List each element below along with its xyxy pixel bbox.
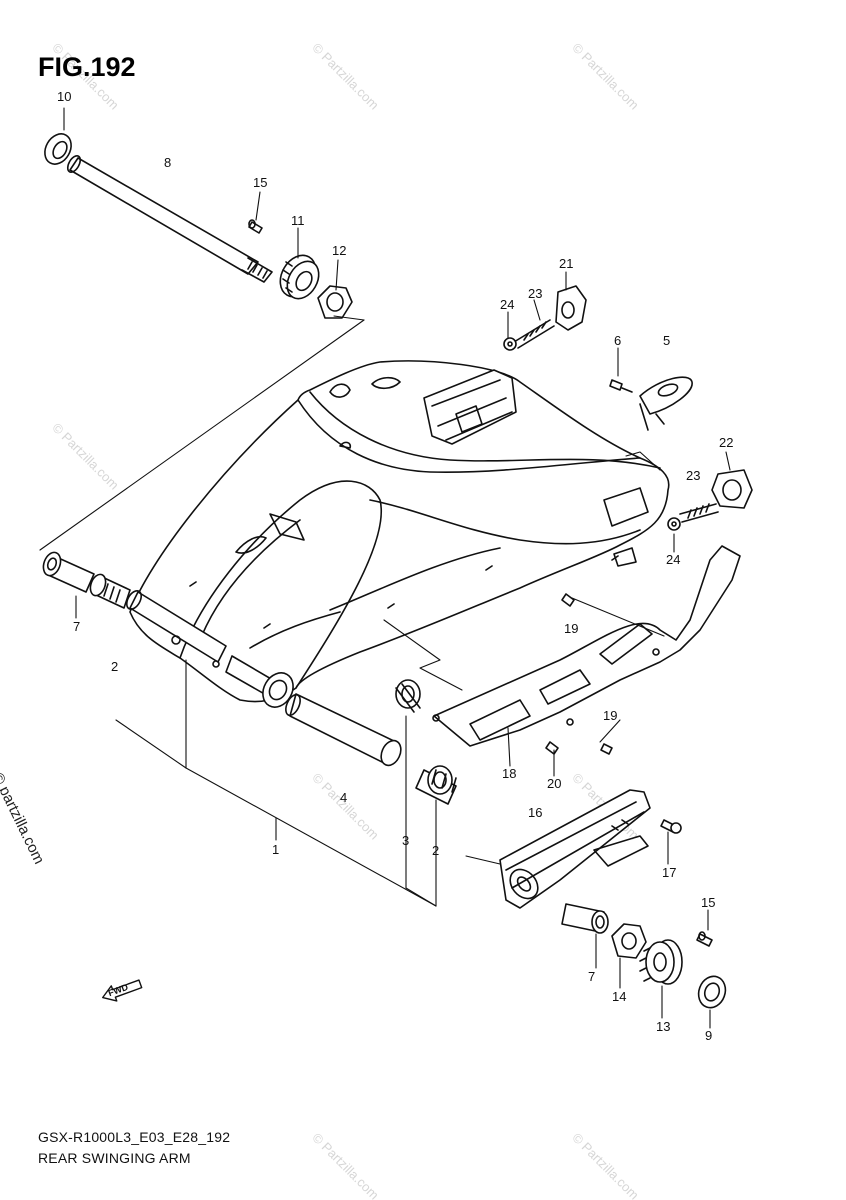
leader-19b (599, 719, 621, 743)
callout-10: 10 (57, 89, 72, 104)
leader-19a (571, 597, 665, 637)
callout-14: 14 (612, 989, 627, 1004)
callout-3: 3 (402, 833, 410, 848)
callout-6: 6 (614, 333, 622, 348)
callout-7: 7 (73, 619, 81, 634)
figure-name: REAR SWINGING ARM (38, 1150, 191, 1166)
callout-12: 12 (332, 243, 347, 258)
callout-1: 1 (272, 842, 280, 857)
block-21 (555, 285, 587, 331)
callout-24: 24 (666, 552, 681, 567)
callout-9: 9 (705, 1028, 713, 1043)
leader-15a (255, 191, 261, 221)
callout-11: 11 (291, 213, 305, 228)
block-22 (711, 469, 753, 509)
washer-24-upper (503, 337, 517, 351)
chain-slider-16 (499, 789, 651, 909)
callout-2: 2 (432, 843, 440, 858)
bolt-17 (660, 819, 682, 834)
spacer-7-left (42, 551, 95, 593)
screw-15-lower (696, 931, 713, 947)
callout-21: 21 (559, 256, 574, 271)
callout-15: 15 (701, 895, 716, 910)
callout-8: 8 (164, 155, 172, 170)
chain-cover-18 (432, 545, 741, 755)
callout-18: 18 (502, 766, 517, 781)
fwd-arrow (102, 979, 143, 1002)
callout-24: 24 (500, 297, 515, 312)
callout-2: 2 (111, 659, 119, 674)
washer-24-right (667, 517, 681, 531)
locknut-14 (611, 923, 647, 959)
leader-22 (725, 451, 731, 471)
callout-16: 16 (528, 805, 543, 820)
callout-19: 19 (564, 621, 579, 636)
callout-4: 4 (340, 790, 348, 805)
chain-guard-upper (423, 369, 517, 445)
spacer-7-right (561, 903, 609, 934)
callout-5: 5 (663, 333, 671, 348)
bolt-6 (609, 379, 633, 393)
bracket-5 (639, 376, 693, 431)
callout-19: 19 (603, 708, 618, 723)
collar-4 (285, 693, 402, 767)
bolt-23-right (679, 503, 719, 523)
callout-15: 15 (253, 175, 268, 190)
callout-22: 22 (719, 435, 734, 450)
adjuster-13 (639, 939, 683, 985)
callout-23: 23 (686, 468, 701, 483)
adjuster-11 (279, 254, 320, 300)
locknut-12 (317, 285, 353, 319)
callout-13: 13 (656, 1019, 671, 1034)
swingarm-body (125, 360, 670, 708)
leader-23a (533, 299, 541, 321)
figure-code: GSX-R1000L3_E03_E28_192 (38, 1129, 231, 1145)
callout-17: 17 (662, 865, 677, 880)
leader-12 (335, 259, 339, 291)
leader-18 (507, 727, 511, 767)
bolt-23-upper (513, 319, 555, 349)
bearing-2 (415, 765, 457, 805)
pivot-shaft (66, 155, 273, 283)
screw-15-upper (248, 219, 263, 234)
seal-9 (697, 975, 727, 1009)
callout-23: 23 (528, 286, 543, 301)
bearing-3 (395, 679, 421, 713)
bearing-left (89, 573, 131, 609)
seal-10 (44, 133, 72, 165)
callout-20: 20 (547, 776, 562, 791)
callout-7: 7 (588, 969, 596, 984)
figure-title: FIG.192 (38, 52, 136, 82)
